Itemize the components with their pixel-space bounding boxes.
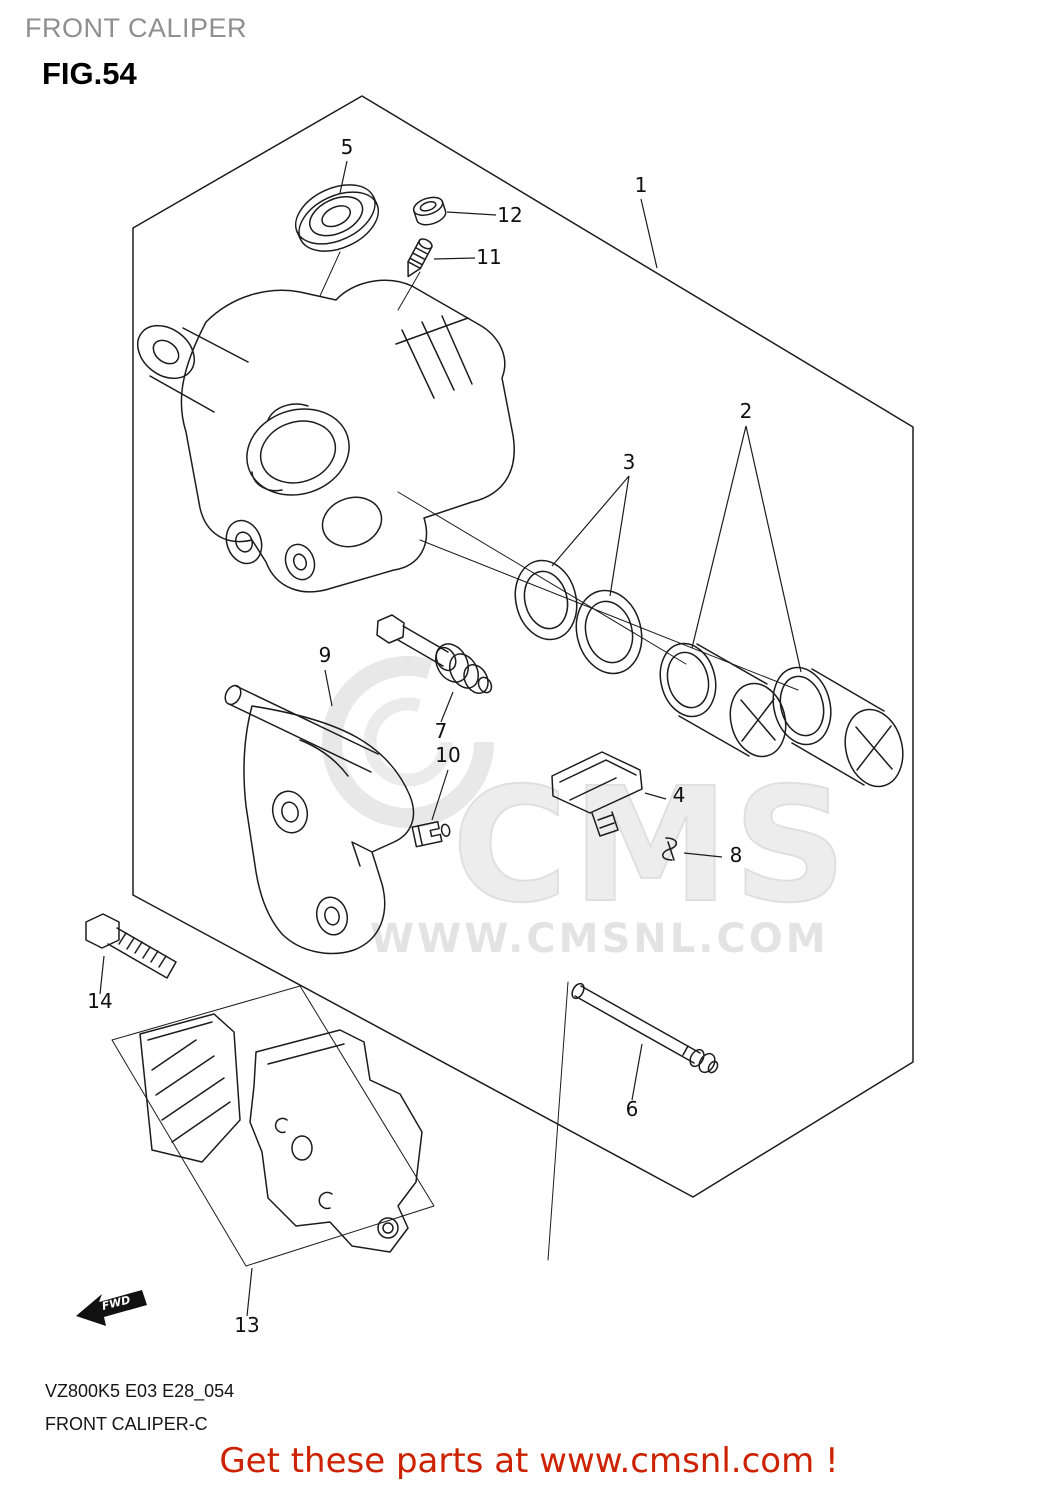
part-label-3: 3 — [623, 450, 636, 474]
leader-lines — [99, 160, 802, 1317]
part-2-pistons-drawing — [659, 642, 904, 788]
part-11-bleeder-drawing — [407, 238, 433, 278]
part-4-spring-drawing — [551, 751, 643, 837]
part-label-9: 9 — [319, 643, 332, 667]
caliper-body-drawing — [137, 279, 515, 593]
fwd-arrow: FWD — [76, 1290, 147, 1326]
part-label-14: 14 — [87, 989, 112, 1013]
watermark-logo-text: CMS — [452, 754, 851, 938]
part-8-clip-drawing — [662, 837, 678, 861]
diagram-frame — [132, 95, 914, 1198]
part-label-7: 7 — [435, 719, 448, 743]
part-3-seals-drawing — [514, 559, 643, 675]
part-label-2: 2 — [740, 399, 753, 423]
part-12-cap-drawing — [412, 196, 447, 226]
part-label-13: 13 — [234, 1313, 259, 1337]
promo-banner-link[interactable]: Get these parts at www.cmsnl.com ! — [219, 1441, 839, 1481]
part-7-slide-pin-drawing — [376, 614, 493, 694]
figure-label: FIG.54 — [42, 56, 137, 91]
part-label-1: 1 — [635, 173, 648, 197]
part-14-bolt-drawing — [85, 913, 177, 979]
watermark-url-text: WWW.CMSNL.COM — [370, 916, 829, 962]
part-9-bracket-drawing — [224, 684, 415, 955]
model-code: VZ800K5 E03 E28_054 — [45, 1381, 235, 1401]
watermark: CMS WWW.CMSNL.COM — [322, 656, 851, 962]
part-label-11: 11 — [476, 245, 501, 269]
part-label-10: 10 — [435, 743, 460, 767]
watermark-swirl-inner-icon — [363, 697, 453, 787]
page-title: FRONT CALIPER — [25, 13, 248, 43]
part-label-5: 5 — [341, 135, 354, 159]
fwd-arrow-icon — [76, 1290, 147, 1326]
part-label-12: 12 — [497, 203, 522, 227]
watermark-swirl-icon — [322, 656, 494, 828]
part-label-4: 4 — [673, 783, 686, 807]
part-label-6: 6 — [626, 1097, 639, 1121]
part-13-pads-drawing — [111, 985, 435, 1267]
part-6-pad-pin-drawing — [571, 982, 719, 1074]
part-5-boot-drawing — [294, 184, 380, 252]
part-10-clip-drawing — [411, 820, 451, 848]
diagram-name: FRONT CALIPER-C — [45, 1414, 208, 1434]
part-label-8: 8 — [730, 843, 743, 867]
